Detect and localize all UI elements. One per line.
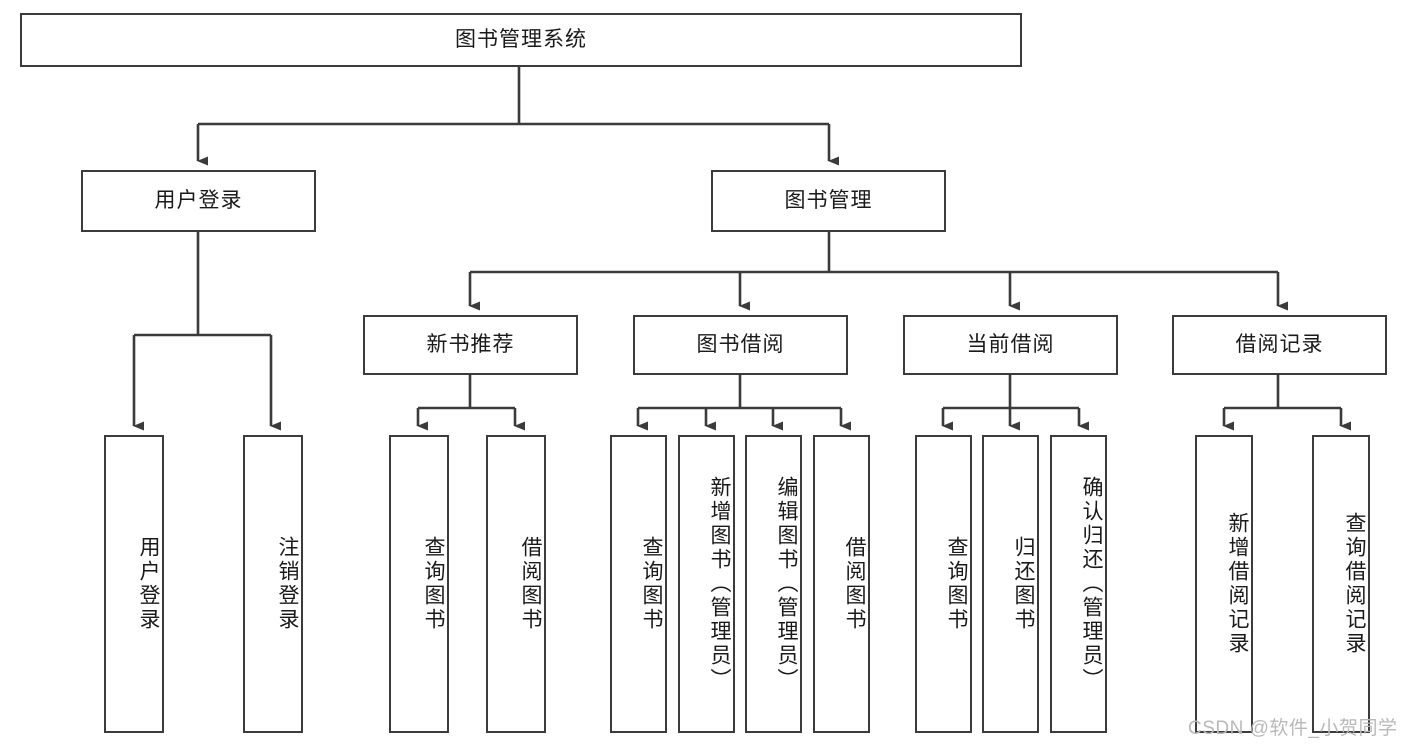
leaf-new-book-query-book[interactable]: 查询图书 [389,435,449,733]
leaf-book-borrow-borrow-book[interactable]: 借阅图书 [813,435,870,733]
node-borrow-record[interactable]: 借阅记录 [1172,315,1387,375]
node-new-book-recommend[interactable]: 新书推荐 [363,315,578,375]
leaf-borrow-record-add-record[interactable]: 新增借阅记录 [1195,435,1253,733]
node-user-login[interactable]: 用户登录 [81,170,316,232]
leaf-book-borrow-add-book-admin[interactable]: 新增图书（管理员） [678,435,735,733]
leaf-book-borrow-query-book[interactable]: 查询图书 [610,435,667,733]
leaf-user-login-login[interactable]: 用户登录 [104,435,164,733]
node-book-management[interactable]: 图书管理 [711,170,946,232]
node-current-borrow[interactable]: 当前借阅 [903,315,1118,375]
node-book-borrow[interactable]: 图书借阅 [633,315,848,375]
csdn-watermark: CSDN @软件_小贺同学 [1188,718,1398,739]
leaf-user-login-logout[interactable]: 注销登录 [243,435,303,733]
leaf-current-borrow-confirm-return-admin[interactable]: 确认归还（管理员） [1050,435,1107,733]
leaf-borrow-record-query-record[interactable]: 查询借阅记录 [1312,435,1370,733]
leaf-current-borrow-query-book[interactable]: 查询图书 [915,435,972,733]
leaf-current-borrow-return-book[interactable]: 归还图书 [982,435,1039,733]
leaf-book-borrow-edit-book-admin[interactable]: 编辑图书（管理员） [745,435,802,733]
leaf-new-book-borrow-book[interactable]: 借阅图书 [486,435,546,733]
node-root-system[interactable]: 图书管理系统 [20,13,1022,67]
